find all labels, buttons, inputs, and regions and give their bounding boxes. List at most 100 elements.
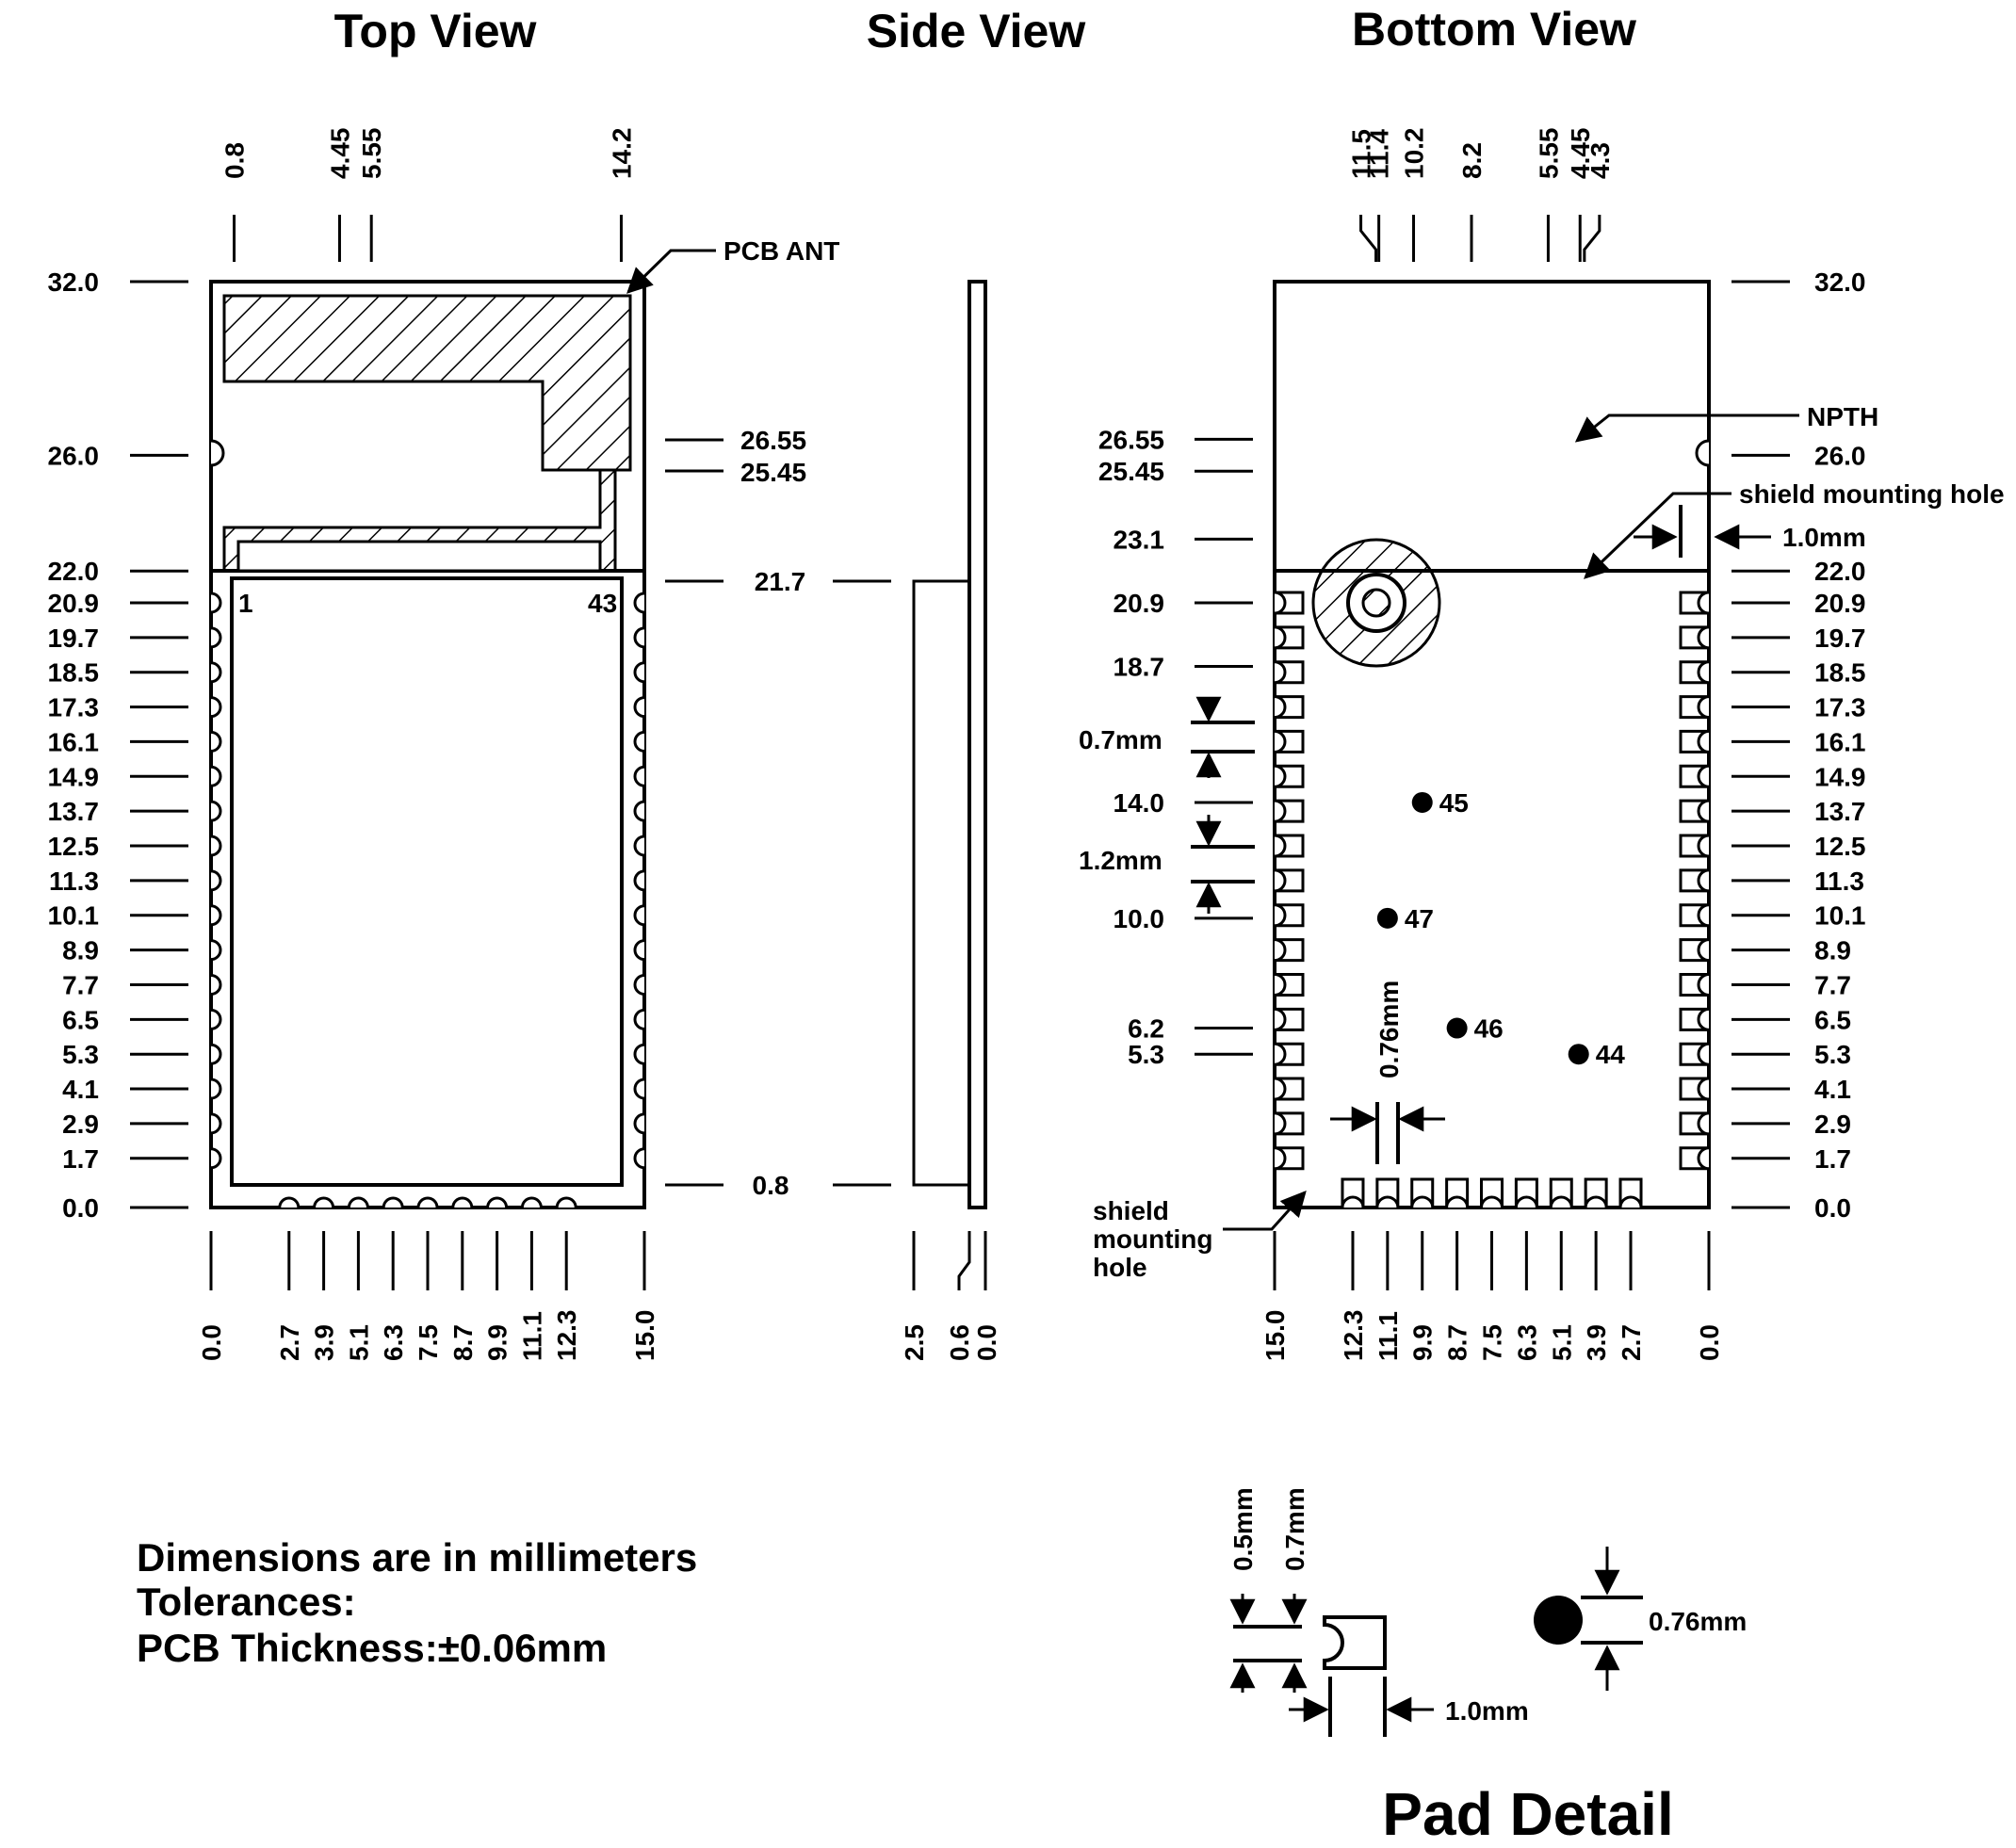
bot-ry-label-11: 11.3: [1814, 867, 1864, 896]
castellation: [633, 1008, 645, 1030]
pad-detail-castellation: [1323, 1615, 1387, 1670]
castellation: [633, 973, 645, 996]
bot-ry-label-19: 1.7: [1814, 1144, 1851, 1174]
castellation: [633, 1147, 645, 1170]
top-y-label-13: 8.9: [62, 936, 99, 965]
side-dim-0-6: 0.6: [945, 1324, 974, 1361]
pad: [1679, 625, 1710, 650]
top-view-left-dimensions: 32.026.022.020.919.718.517.316.114.913.7…: [48, 267, 188, 1223]
top-castellations-left: [210, 592, 222, 1170]
pad-07mm-label: 0.7mm: [1079, 725, 1162, 754]
shield-can: [230, 576, 624, 1187]
castellation: [416, 1196, 439, 1208]
pad: [1274, 1042, 1305, 1066]
castellation: [633, 1043, 645, 1065]
ground-pad-45: [1411, 791, 1433, 813]
npth-leader: [1574, 413, 1799, 443]
bot-ry-label-18: 2.9: [1814, 1110, 1851, 1139]
bot-x-label-0: 11.5: [1347, 129, 1376, 179]
pcb-ant-leader: [626, 249, 716, 294]
pad-12mm-label: 1.2mm: [1079, 846, 1162, 875]
pad: [1274, 729, 1305, 754]
bot-ry-label-0: 32.0: [1814, 267, 1866, 297]
castellation: [633, 592, 645, 614]
corner-hole-label-2: mounting: [1093, 1224, 1213, 1254]
bot-x-label-4: 5.55: [1534, 128, 1563, 180]
bot-bx-label-7: 5.1: [1547, 1324, 1576, 1361]
side-dim-0-0: 0.0: [972, 1324, 1001, 1361]
pad: [1679, 1007, 1710, 1031]
pad: [1274, 1111, 1305, 1136]
castellation: [210, 1008, 222, 1030]
bot-bx-label-4: 8.7: [1443, 1324, 1472, 1361]
bot-y-label-4: 18.7: [1114, 653, 1165, 682]
side-pcb: [967, 280, 987, 1209]
castellation: [210, 939, 222, 962]
top-y-label-5: 18.5: [48, 658, 100, 688]
top-y-label-17: 4.1: [62, 1075, 99, 1104]
pad: [1679, 1146, 1710, 1171]
notes: Dimensions are in millimeters Tolerances…: [137, 1535, 697, 1670]
pad: [1679, 764, 1710, 788]
pad: [1679, 834, 1710, 858]
pad: [1274, 834, 1305, 858]
pad-detail-round-pad: [1534, 1596, 1583, 1645]
pad: [1375, 1177, 1400, 1208]
top-view-title: Top View: [334, 5, 537, 57]
top-right-dim-4: 0.8: [753, 1171, 789, 1200]
pad-detail-10mm: 1.0mm: [1445, 1696, 1529, 1726]
top-bx-label-1: 2.7: [275, 1324, 304, 1361]
bot-bx-label-0: 15.0: [1260, 1310, 1290, 1362]
pad: [1480, 1177, 1504, 1208]
bot-ry-label-17: 4.1: [1814, 1075, 1851, 1104]
dia-076-label: 0.76mm: [1374, 981, 1404, 1078]
pad: [1679, 1042, 1710, 1066]
pad: [1679, 938, 1710, 963]
top-bx-label-5: 7.5: [414, 1324, 443, 1361]
gap-1mm-label: 1.0mm: [1782, 523, 1866, 552]
bot-x-label-2: 10.2: [1400, 128, 1429, 180]
top-x-label-3: 14.2: [607, 128, 636, 180]
pad: [1341, 1177, 1365, 1208]
castellation: [633, 869, 645, 892]
note-tolerances: Tolerances:: [137, 1580, 356, 1624]
bot-ry-label-12: 10.1: [1814, 901, 1866, 931]
castellation: [486, 1196, 509, 1208]
top-y-label-10: 12.5: [48, 832, 100, 861]
top-bx-label-9: 12.3: [552, 1310, 581, 1362]
top-view-outline: [209, 280, 646, 1209]
ground-pad-label-47: 47: [1405, 904, 1434, 933]
castellation: [210, 765, 222, 787]
side-dim-2-5: 2.5: [900, 1324, 929, 1361]
pad: [1679, 799, 1710, 823]
bot-ry-label-6: 17.3: [1814, 693, 1866, 722]
castellation: [210, 1078, 222, 1100]
pad: [1274, 591, 1305, 615]
castellation: [633, 730, 645, 753]
npth-hole-inner: [1361, 588, 1391, 618]
castellation: [633, 765, 645, 787]
castellation: [210, 696, 222, 719]
top-y-label-20: 0.0: [62, 1193, 99, 1223]
ground-pad-label-44: 44: [1596, 1040, 1626, 1069]
pad: [1274, 764, 1305, 788]
pad-detail-title: Pad Detail: [1382, 1780, 1673, 1848]
bot-y-label-2: 23.1: [1114, 525, 1165, 554]
top-x-label-1: 4.45: [325, 128, 354, 180]
pin-1-label: 1: [238, 589, 253, 618]
bot-ry-label-15: 6.5: [1814, 1005, 1851, 1034]
castellation: [210, 869, 222, 892]
castellation: [382, 1196, 404, 1208]
castellation: [555, 1196, 577, 1208]
castellation: [633, 800, 645, 822]
bot-bx-label-6: 6.3: [1512, 1324, 1541, 1361]
pad: [1679, 660, 1710, 685]
ground-pad-46: [1446, 1017, 1468, 1039]
pad-detail-076mm: 0.76mm: [1649, 1607, 1747, 1636]
pcb-ant-label: PCB ANT: [723, 236, 839, 266]
top-y-label-19: 1.7: [62, 1144, 99, 1174]
corner-hole-leader: [1223, 1190, 1307, 1231]
